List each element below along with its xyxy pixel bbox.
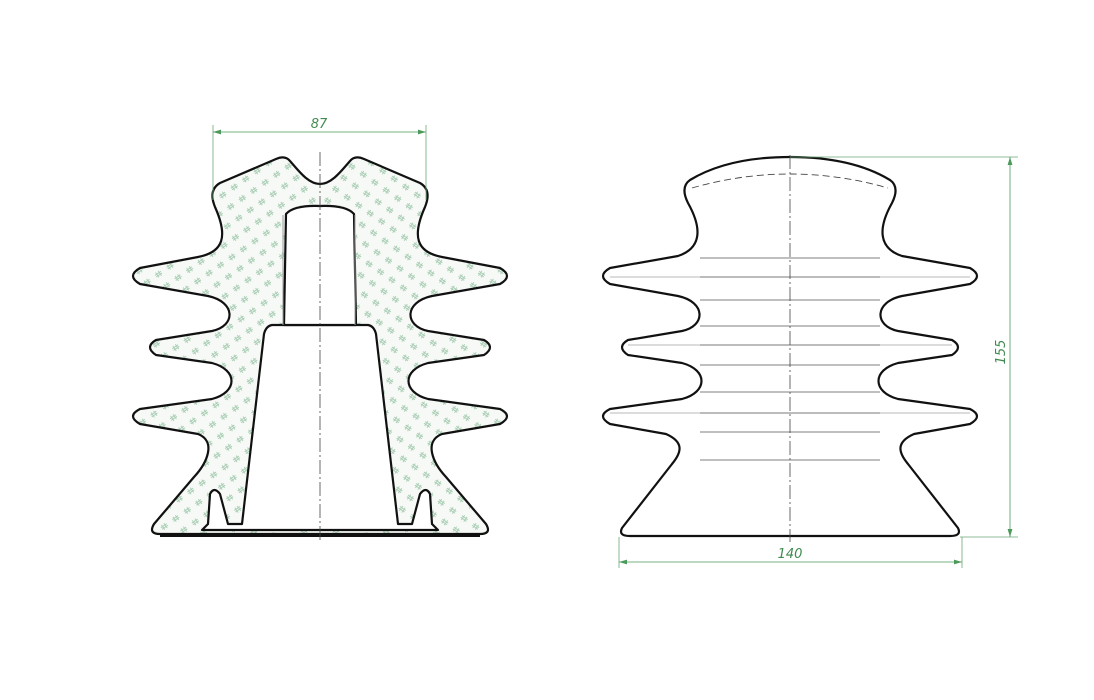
dimension-140: 140 — [618, 537, 963, 568]
cone-cavity-fill — [320, 325, 438, 540]
insulator-side-outline — [601, 155, 791, 538]
insulator-side-half — [601, 155, 791, 540]
dimension-87: 87 — [212, 117, 427, 200]
bore-hole-fill — [320, 205, 356, 540]
insulator-side-half — [789, 155, 979, 540]
side-view — [601, 155, 979, 542]
insulator-side-fill — [790, 157, 977, 540]
bore-hole-half — [282, 204, 321, 540]
cone-cavity-half — [320, 323, 440, 540]
dimension-155: 155 — [790, 156, 1018, 538]
dimension-label: 140 — [778, 547, 803, 562]
dimension-label: 155 — [994, 340, 1009, 365]
cone-cavity-outline — [320, 323, 440, 532]
dome-hidden-line — [691, 173, 889, 189]
cone-cavity-outline — [200, 323, 320, 532]
insulator-section-outline — [319, 156, 509, 536]
section-view — [131, 152, 509, 542]
cone-cavity-fill — [202, 325, 320, 540]
insulator-side-outline — [789, 155, 979, 538]
bore-hole-fill — [284, 205, 320, 540]
bore-hole-outline — [282, 204, 321, 327]
dimension-label: 87 — [311, 117, 328, 132]
cone-cavity-half — [200, 323, 320, 540]
bore-hole-half — [319, 204, 358, 540]
insulator-side-fill — [603, 157, 790, 540]
bore-hole-outline — [319, 204, 358, 327]
insulator-section-outline — [131, 156, 321, 536]
